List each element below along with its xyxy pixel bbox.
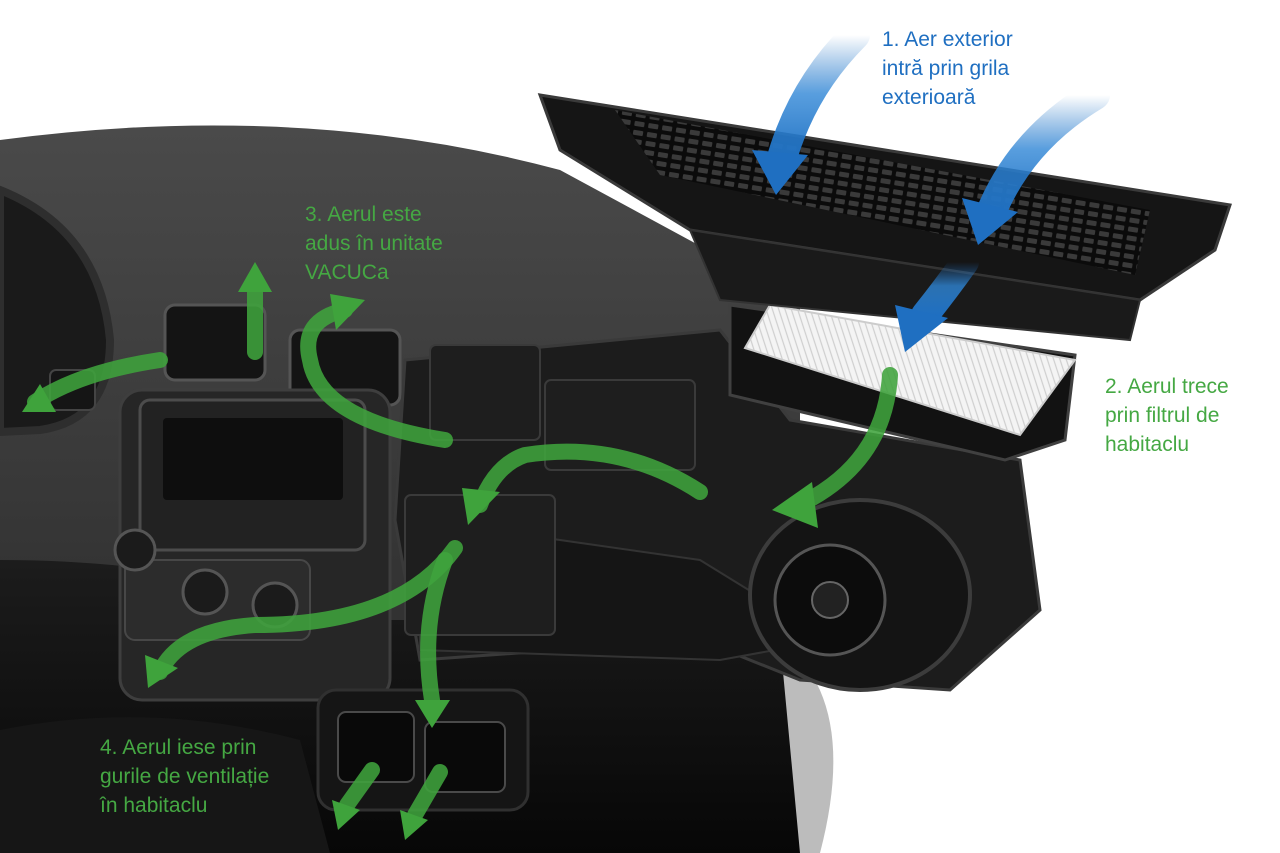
outside-air-arrow-filter (911, 248, 979, 329)
gear-tunnel (0, 717, 330, 853)
cabin-filter (743, 303, 1077, 437)
airflow-to-footwell (152, 540, 463, 680)
rear-vent-left (337, 711, 415, 783)
left-center-vent (163, 303, 267, 382)
blower-fan-hub (811, 581, 849, 619)
step2-label: 2. Aerul trece prin filtrul de habitaclu (1105, 375, 1229, 456)
arrowhead-rear-left (332, 800, 360, 830)
arrowhead-rear-right (400, 810, 428, 840)
climate-knob-left (113, 528, 157, 572)
airflow-rear-left (339, 762, 380, 813)
airflow-to-rear-vents (420, 552, 453, 708)
car-body-edge (780, 640, 834, 853)
step4-label: 4. Aerul iese prin gurile de ventilație … (100, 736, 270, 817)
arrowhead-duct (462, 488, 500, 525)
radio-screen (163, 418, 343, 500)
outside-air-arrowhead-filter (895, 305, 948, 352)
airflow-duct-to-upper-vents (300, 302, 453, 448)
outside-air-arrow-left (765, 20, 870, 180)
cowl-grille-lower-body (688, 228, 1142, 342)
airflow-filter-to-blower (797, 367, 898, 510)
arrowhead-upper-vents (330, 294, 365, 330)
step3-label: 3. Aerul este adus în unitate VACUCa (305, 203, 443, 284)
arrowhead-footwell (145, 655, 178, 688)
arrowhead-rear-vents (415, 700, 450, 728)
cabin-airflow-arrowheads (22, 262, 818, 840)
outside-air-arrow-right (975, 80, 1110, 230)
climate-knob-center (181, 568, 229, 616)
arrowhead-blower (772, 482, 818, 528)
outside-air-arrowhead-right (962, 198, 1018, 245)
step1-label: 1. Aer exterior intră prin grila exterio… (882, 28, 1013, 109)
arrowhead-left-vent (22, 384, 56, 412)
cowl-grille-mesh (615, 110, 1150, 275)
arrowhead-top-vent (238, 262, 272, 292)
airflow-blower-to-duct (472, 443, 708, 513)
outside-air-arrowhead-left (752, 150, 808, 195)
cabin-airflow-arrows (27, 277, 898, 823)
airflow-rear-right (407, 764, 448, 823)
duct-box-upper (429, 344, 541, 441)
